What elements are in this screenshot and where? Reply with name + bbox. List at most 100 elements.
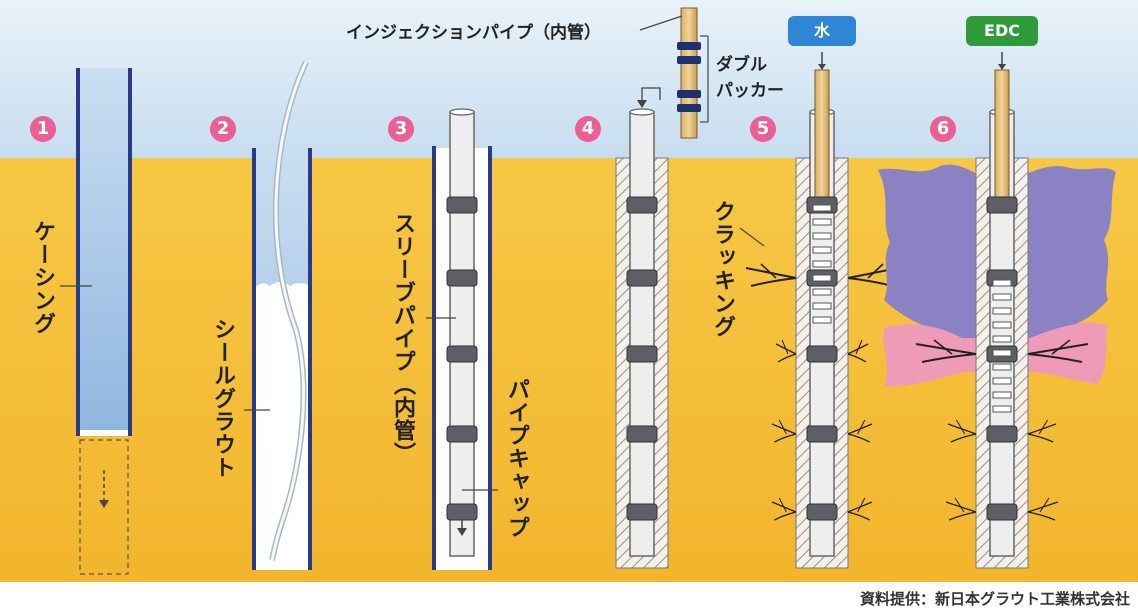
sleeve-ring [986, 425, 1018, 443]
sleeve-ring [446, 345, 478, 363]
packer-segment [812, 260, 832, 268]
step6-cracks [915, 339, 1089, 521]
crack-line [778, 419, 787, 435]
step6-grout-spread [878, 52, 1116, 569]
crack-line [847, 501, 873, 513]
crack-line [771, 423, 797, 435]
crack-line [777, 353, 797, 363]
water-tag: 水 [788, 16, 856, 46]
crack-line [847, 423, 873, 435]
packer-segment [992, 279, 1012, 287]
double-packer-label-1: ダブル [716, 55, 767, 75]
packer-segment [812, 246, 832, 254]
crack-line [921, 353, 977, 363]
crack-line [847, 511, 870, 521]
crack-line [947, 423, 977, 435]
packer-segment [992, 293, 1012, 301]
casing-label: ケーシング [30, 220, 55, 335]
crack-line [948, 511, 977, 521]
crack-line [1027, 501, 1059, 513]
crack-line [771, 501, 797, 513]
crack-line [855, 339, 863, 355]
step6-sleeves [986, 196, 1018, 521]
crack-line [945, 501, 977, 513]
packer-segment [812, 204, 832, 212]
crack-line [915, 343, 977, 355]
sleeve-ring [626, 345, 658, 363]
sleeve-ring [986, 196, 1018, 214]
crack-line [1039, 497, 1050, 513]
crack-line [1027, 343, 1089, 355]
crack-line [745, 267, 797, 279]
crack-line [774, 433, 797, 443]
packer-segment [992, 363, 1012, 371]
step3-sleeves [446, 196, 478, 521]
crack-line [857, 497, 866, 513]
step1-casing [60, 68, 132, 575]
step-badge-2: 2 [210, 116, 236, 142]
crack-line [774, 511, 797, 521]
sleeve-ring [626, 503, 658, 521]
crack-line [933, 339, 953, 355]
injection-pipe-label: インジェクションパイプ（内管） [346, 23, 601, 43]
packer-segment [992, 335, 1012, 343]
double-packer-label-2: パッカー [716, 81, 784, 101]
crack-line [1027, 423, 1057, 435]
crack-line [750, 277, 797, 287]
step-badge-5: 5 [750, 116, 776, 142]
crack-line [847, 433, 870, 443]
step4-sleeves [626, 196, 658, 521]
step4-grouted-pipe [615, 87, 669, 569]
credit-text: 資料提供：新日本グラウト工業株式会社 [859, 590, 1130, 608]
packer-segment [812, 288, 832, 296]
cracking-label: クラッキング [710, 200, 735, 338]
step3-sleeve-pipe [426, 108, 498, 570]
sleeve-ring [806, 425, 838, 443]
step5-sleeves [806, 196, 838, 521]
packer-segment [992, 349, 1012, 357]
sleeve-ring [446, 269, 478, 287]
sleeve-ring [446, 425, 478, 443]
step-badge-4: 4 [575, 116, 601, 142]
step2-seal-grout [244, 60, 312, 570]
crack-line [1051, 339, 1071, 355]
sleeve-ring [986, 503, 1018, 521]
sleeve-ring [446, 503, 478, 521]
packer-segment [992, 405, 1012, 413]
crack-line [950, 433, 977, 443]
step-badge-1: 1 [30, 116, 56, 142]
sleeve-ring [626, 425, 658, 443]
step-badge-6: 6 [930, 116, 956, 142]
crack-line [1027, 511, 1056, 521]
sleeve-pipe-label: スリーブパイプ（内管） [390, 212, 415, 465]
packer-segment [812, 274, 832, 282]
sleeve-ring [806, 503, 838, 521]
crack-line [1027, 433, 1054, 443]
crack-line [847, 343, 869, 355]
packer-segment [812, 232, 832, 240]
crack-line [954, 497, 965, 513]
packer-segment [992, 307, 1012, 315]
packer-segment [992, 321, 1012, 329]
crack-line [857, 419, 866, 435]
seal-grout-label: シールグラウト [210, 318, 235, 479]
step5-cracking [739, 52, 849, 569]
packer-segment [812, 218, 832, 226]
sleeve-ring [806, 345, 838, 363]
crack-line [778, 497, 787, 513]
sleeve-ring [626, 269, 658, 287]
edc-tag: EDC [966, 16, 1038, 46]
packer-segment [812, 302, 832, 310]
crack-line [781, 339, 789, 355]
sleeve-ring [626, 196, 658, 214]
packer-segment [992, 377, 1012, 385]
crack-line [760, 263, 777, 279]
packer-segment [812, 316, 832, 324]
crack-line [867, 263, 884, 279]
double-packer-rod [639, 7, 709, 139]
crack-line [1027, 353, 1083, 363]
crack-line [847, 353, 867, 363]
crack-line [955, 419, 966, 435]
